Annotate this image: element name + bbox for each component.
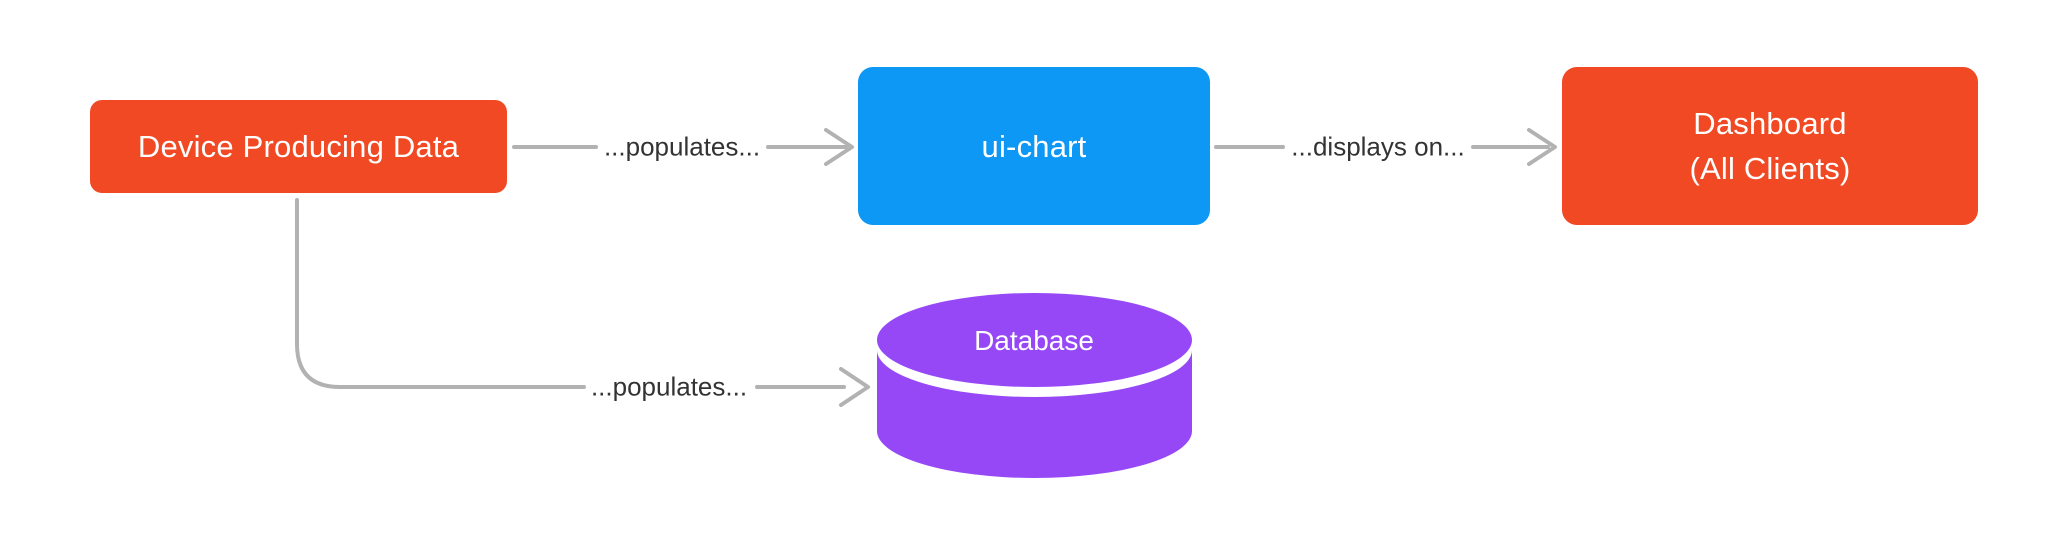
node-label-line2: (All Clients) (1689, 151, 1851, 186)
edge-uichart-to-dashboard (1214, 128, 1557, 166)
node-label: Device Producing Data (137, 129, 460, 164)
node-device-producing-data: Device Producing Data (90, 100, 507, 193)
arrowhead-icon (1527, 128, 1557, 166)
node-label: ui-chart (981, 128, 1087, 164)
cylinder-body (877, 350, 1192, 478)
edge-device-to-uichart (512, 128, 854, 166)
edge-elbow-line (295, 198, 586, 389)
cylinder-top-cap (877, 293, 1192, 387)
arrowhead-icon (839, 367, 870, 407)
edge-device-to-database (295, 198, 870, 407)
edge-label-displays-on: ...displays on... (1291, 131, 1465, 162)
node-database (877, 293, 1192, 478)
node-label-line1: Dashboard (1693, 106, 1847, 141)
node-database-label: Database (974, 325, 1094, 356)
node-dashboard: Dashboard (All Clients) (1562, 67, 1978, 225)
edge-label-populates-bottom: ...populates... (590, 371, 748, 402)
edge-label-populates-top: ...populates... (603, 131, 761, 162)
arrowhead-icon (824, 128, 854, 166)
node-ui-chart: ui-chart (858, 67, 1210, 225)
